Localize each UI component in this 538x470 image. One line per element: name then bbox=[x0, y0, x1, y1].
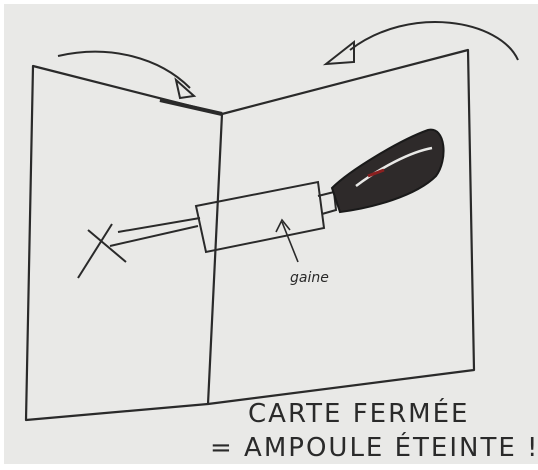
fold-arrow-left bbox=[57, 50, 191, 89]
bulb-red-mark bbox=[367, 168, 385, 178]
annotation-arrowhead bbox=[275, 218, 291, 233]
caption-line-1: CARTE FERMÉE bbox=[248, 397, 469, 429]
fold-mark bbox=[159, 98, 223, 116]
right-card-panel bbox=[207, 48, 476, 406]
bulb-icon bbox=[330, 128, 445, 214]
sheath-rectangle bbox=[194, 180, 326, 254]
wire bbox=[109, 217, 201, 247]
photo-border-bottom bbox=[0, 464, 538, 470]
caption-line-2: = AMPOULE ÉTEINTE ! bbox=[210, 431, 538, 463]
fold-arrowhead-right bbox=[322, 39, 355, 66]
sheath-label: gaine bbox=[290, 270, 329, 286]
fold-arrow-right bbox=[349, 21, 519, 61]
fold-arrowhead-left bbox=[174, 77, 197, 100]
bulb-highlight bbox=[355, 146, 433, 188]
annotation-arrow bbox=[281, 221, 299, 263]
bulb-connector bbox=[317, 190, 338, 215]
x-mark bbox=[77, 223, 127, 279]
